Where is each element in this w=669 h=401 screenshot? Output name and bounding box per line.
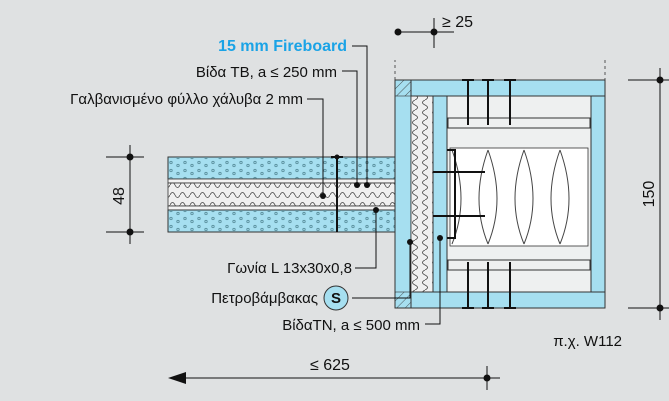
wall-insulation	[449, 147, 589, 247]
label-example: π.χ. W112	[553, 333, 622, 350]
dim-span: ≤ 625	[310, 357, 350, 374]
ceiling-element	[167, 156, 434, 233]
label-fireboard: 15 mm Fireboard	[218, 38, 347, 55]
span-arrow-icon	[168, 372, 186, 384]
dimension-dots	[126, 28, 664, 382]
label-rockwool: Πετροβάμβακας	[211, 290, 318, 307]
label-screw-tb: Βίδα TB, a ≤ 250 mm	[196, 64, 337, 81]
label-angle: Γωνία L 13x30x0,8	[227, 260, 352, 277]
rockwool-badge	[323, 285, 349, 311]
dim-thickness: 48	[111, 187, 128, 205]
leader-lines	[106, 18, 669, 390]
dim-top-gap: ≥ 25	[442, 14, 473, 31]
label-screw-tn: ΒίδαTN, a ≤ 500 mm	[282, 317, 420, 334]
label-steel-sheet: Γαλβανισμένο φύλλο χάλυβα 2 mm	[70, 91, 303, 108]
wall-element	[394, 60, 606, 309]
wall-board-outer	[394, 79, 412, 309]
steel-sheet-strip	[167, 178, 434, 184]
rockwool-badge-text: S	[331, 290, 341, 307]
dim-wall-thickness: 150	[641, 181, 658, 208]
